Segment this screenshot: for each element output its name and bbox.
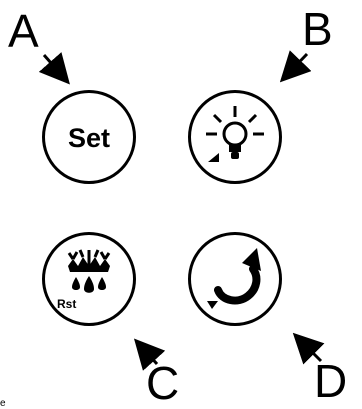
- rst-button-label: Rst: [57, 297, 77, 311]
- callout-c-label: C: [146, 357, 180, 409]
- light-bulb-icon: [206, 106, 264, 162]
- light-button[interactable]: [188, 90, 282, 184]
- defrost-icon: [67, 249, 111, 293]
- callout-a-arrow: [38, 52, 70, 85]
- refresh-button[interactable]: [188, 232, 282, 326]
- set-button-label: Set: [67, 123, 111, 153]
- callout-a-label: A: [8, 5, 39, 57]
- rst-button[interactable]: Rst: [42, 232, 136, 326]
- refresh-arrow-icon: [207, 248, 261, 309]
- partial-caption-text: e: [0, 398, 6, 409]
- callout-d-label: D: [314, 355, 348, 407]
- set-button[interactable]: Set: [42, 90, 136, 184]
- callout-b-label: B: [302, 3, 333, 55]
- callout-b-arrow: [279, 50, 312, 83]
